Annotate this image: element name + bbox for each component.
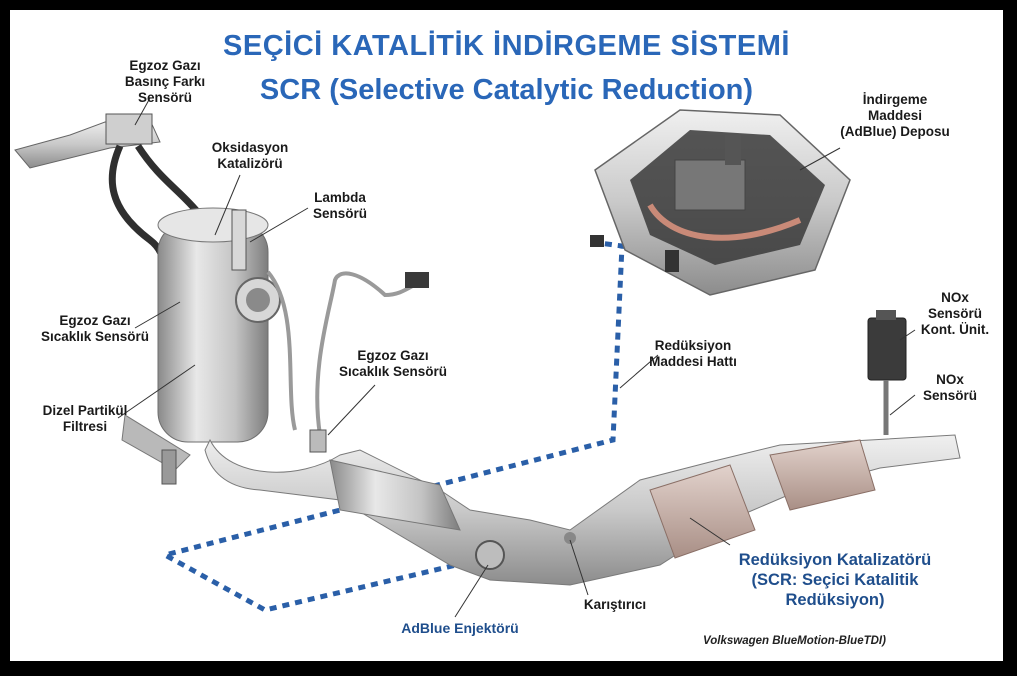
scr-system-illustration	[14, 97, 961, 618]
label-nox-sensor: NOx Sensörü	[922, 372, 977, 403]
label-adblue-tank: İndirgeme Maddesi (AdBlue) Deposu	[840, 92, 950, 139]
nox-sensor-unit	[867, 310, 907, 435]
leader-lines	[117, 97, 916, 618]
label-lambda-sensor: Lambda Sensörü	[312, 190, 367, 221]
dpf-canister	[121, 207, 297, 485]
label-nox-control-unit: NOx Sensörü Kont. Ünit.	[920, 290, 990, 337]
label-reduction-line: Redüksiyon Maddesi Hattı	[649, 338, 737, 369]
temp-sensor-mid-cable	[309, 271, 429, 453]
label-oxidation-catalyst: Oksidasyon Katalizörü	[211, 140, 289, 171]
label-pressure-sensor: Egzoz Gazı Basınç Farkı Sensörü	[124, 58, 206, 105]
label-temp-sensor-mid: Egzoz Gazı Sıcaklık Sensörü	[338, 348, 448, 379]
title-line-2: SCR (Selective Catalytic Reduction)	[259, 74, 754, 106]
adblue-tank	[590, 109, 851, 296]
label-dpf: Dizel Partikül Filtresi	[42, 403, 128, 434]
label-temp-sensor-left: Egzoz Gazı Sıcaklık Sensörü	[40, 313, 150, 344]
title-line-1: SEÇİCİ KATALİTİK İNDİRGEME SİSTEMİ	[223, 30, 790, 62]
credit-text: Volkswagen BlueMotion-BlueTDI)	[703, 635, 886, 647]
exhaust-pipe	[204, 434, 961, 586]
diagram-frame: SEÇİCİ KATALİTİK İNDİRGEME SİSTEMİ SCR (…	[10, 10, 1003, 661]
label-scr-catalyst: Redüksiyon Katalizatörü (SCR: Seçici Kat…	[738, 551, 932, 609]
label-adblue-injector: AdBlue Enjektörü	[401, 620, 519, 636]
label-mixer: Karıştırıcı	[583, 597, 647, 612]
